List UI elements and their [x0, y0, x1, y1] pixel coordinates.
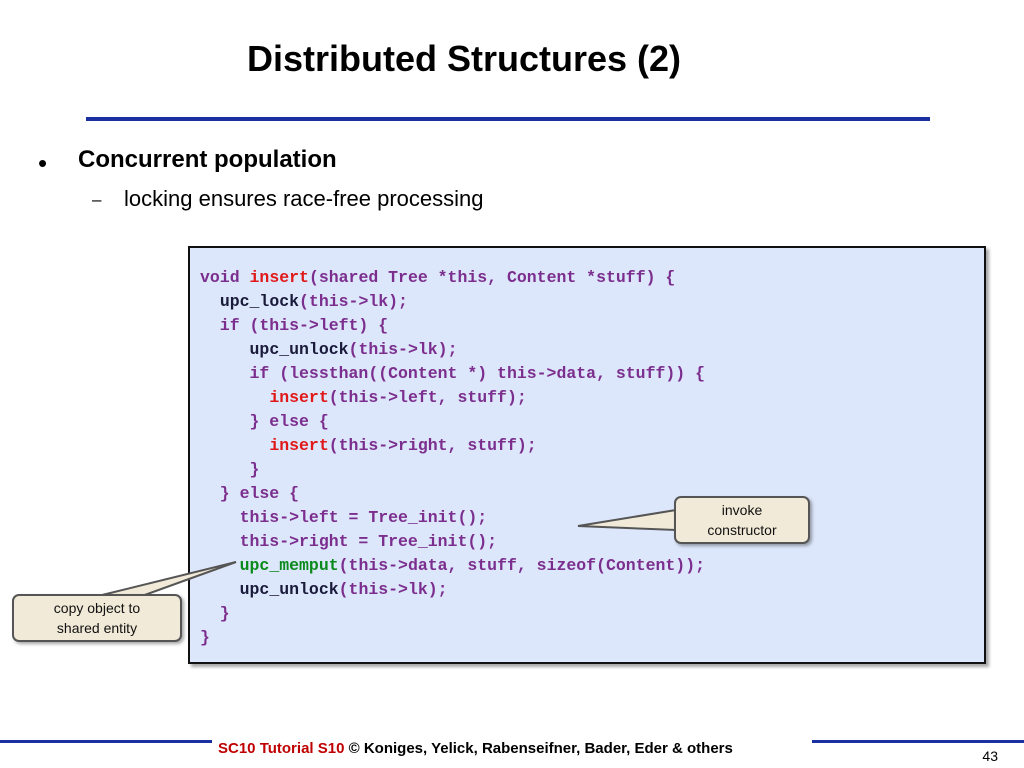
code-keyword: upc_lock	[219, 292, 300, 311]
code-token	[200, 292, 220, 311]
code-token: if (lessthan((Content *) this->data, stu…	[200, 364, 705, 383]
footer-course: SC10 Tutorial S10	[218, 740, 345, 757]
copy-object-callout: copy object to shared entity	[12, 594, 182, 642]
footer-authors: © Koniges, Yelick, Rabenseifner, Bader, …	[348, 740, 733, 757]
code-token: (this->right, stuff);	[328, 436, 537, 455]
code-token: (this->lk);	[348, 340, 458, 359]
code-line: this->left = Tree_init();	[200, 506, 705, 530]
code-line: insert(this->right, stuff);	[200, 434, 705, 458]
code-token: } else {	[200, 484, 300, 503]
code-line: void insert(shared Tree *this, Content *…	[200, 266, 705, 290]
code-token: (this->left, stuff);	[328, 388, 527, 407]
bullet-marker: •	[38, 148, 48, 178]
callout-copy-line1: copy object to	[53, 600, 141, 616]
code-token	[200, 580, 240, 599]
code-line: upc_memput(this->data, stuff, sizeof(Con…	[200, 554, 705, 578]
code-token: void	[200, 268, 250, 287]
code-token: (shared Tree *this, Content *stuff) {	[308, 268, 676, 287]
code-token: }	[200, 460, 260, 479]
code-token: this->right = Tree_init();	[200, 532, 498, 551]
code-line: } else {	[200, 482, 705, 506]
code-line: upc_unlock(this->lk);	[200, 578, 705, 602]
code-line: } else {	[200, 410, 705, 434]
code-line: }	[200, 602, 705, 626]
code-token	[200, 388, 269, 407]
sub-bullet-dash: –	[92, 190, 102, 209]
code-keyword: upc_unlock	[249, 340, 349, 359]
code-token: } else {	[200, 412, 329, 431]
code-keyword: insert	[269, 388, 329, 407]
code-line: if (this->left) {	[200, 314, 705, 338]
code-token: if (this->left) {	[200, 316, 389, 335]
footer-rule-right	[812, 740, 1024, 743]
code-panel: void insert(shared Tree *this, Content *…	[188, 246, 986, 664]
code-line: upc_lock(this->lk);	[200, 290, 705, 314]
sub-bullet-locking: locking ensures race-free processing	[124, 186, 484, 211]
invoke-constructor-callout: invoke constructor	[674, 496, 810, 544]
page-number: 43	[982, 748, 998, 764]
footer-credit: SC10 Tutorial S10 © Koniges, Yelick, Rab…	[218, 740, 733, 757]
bullet-concurrent-population: Concurrent population	[78, 146, 337, 173]
code-keyword: upc_unlock	[239, 580, 339, 599]
code-token: (this->lk);	[299, 292, 408, 311]
footer-rule-left	[0, 740, 212, 743]
code-token	[200, 436, 269, 455]
code-token: (this->data, stuff, sizeof(Content));	[338, 556, 706, 575]
code-line: }	[200, 458, 705, 482]
code-keyword: insert	[269, 436, 329, 455]
code-keyword: upc_memput	[239, 556, 339, 575]
code-line: this->right = Tree_init();	[200, 530, 705, 554]
code-token: (this->lk);	[338, 580, 448, 599]
code-keyword: insert	[249, 268, 309, 287]
code-line: upc_unlock(this->lk);	[200, 338, 705, 362]
callout-invoke-line1: invoke	[721, 502, 763, 518]
title-divider	[86, 117, 930, 121]
code-line: insert(this->left, stuff);	[200, 386, 705, 410]
callout-invoke-line2: constructor	[707, 522, 777, 538]
code-line: }	[200, 626, 705, 650]
slide-title: Distributed Structures (2)	[246, 38, 682, 79]
code-token: this->left = Tree_init();	[200, 508, 488, 527]
code-listing: void insert(shared Tree *this, Content *…	[200, 266, 705, 650]
code-token	[200, 340, 250, 359]
code-line: if (lessthan((Content *) this->data, stu…	[200, 362, 705, 386]
code-token: }	[200, 604, 230, 623]
code-token	[200, 556, 240, 575]
callout-copy-line2: shared entity	[56, 620, 138, 636]
code-token: }	[200, 628, 210, 647]
